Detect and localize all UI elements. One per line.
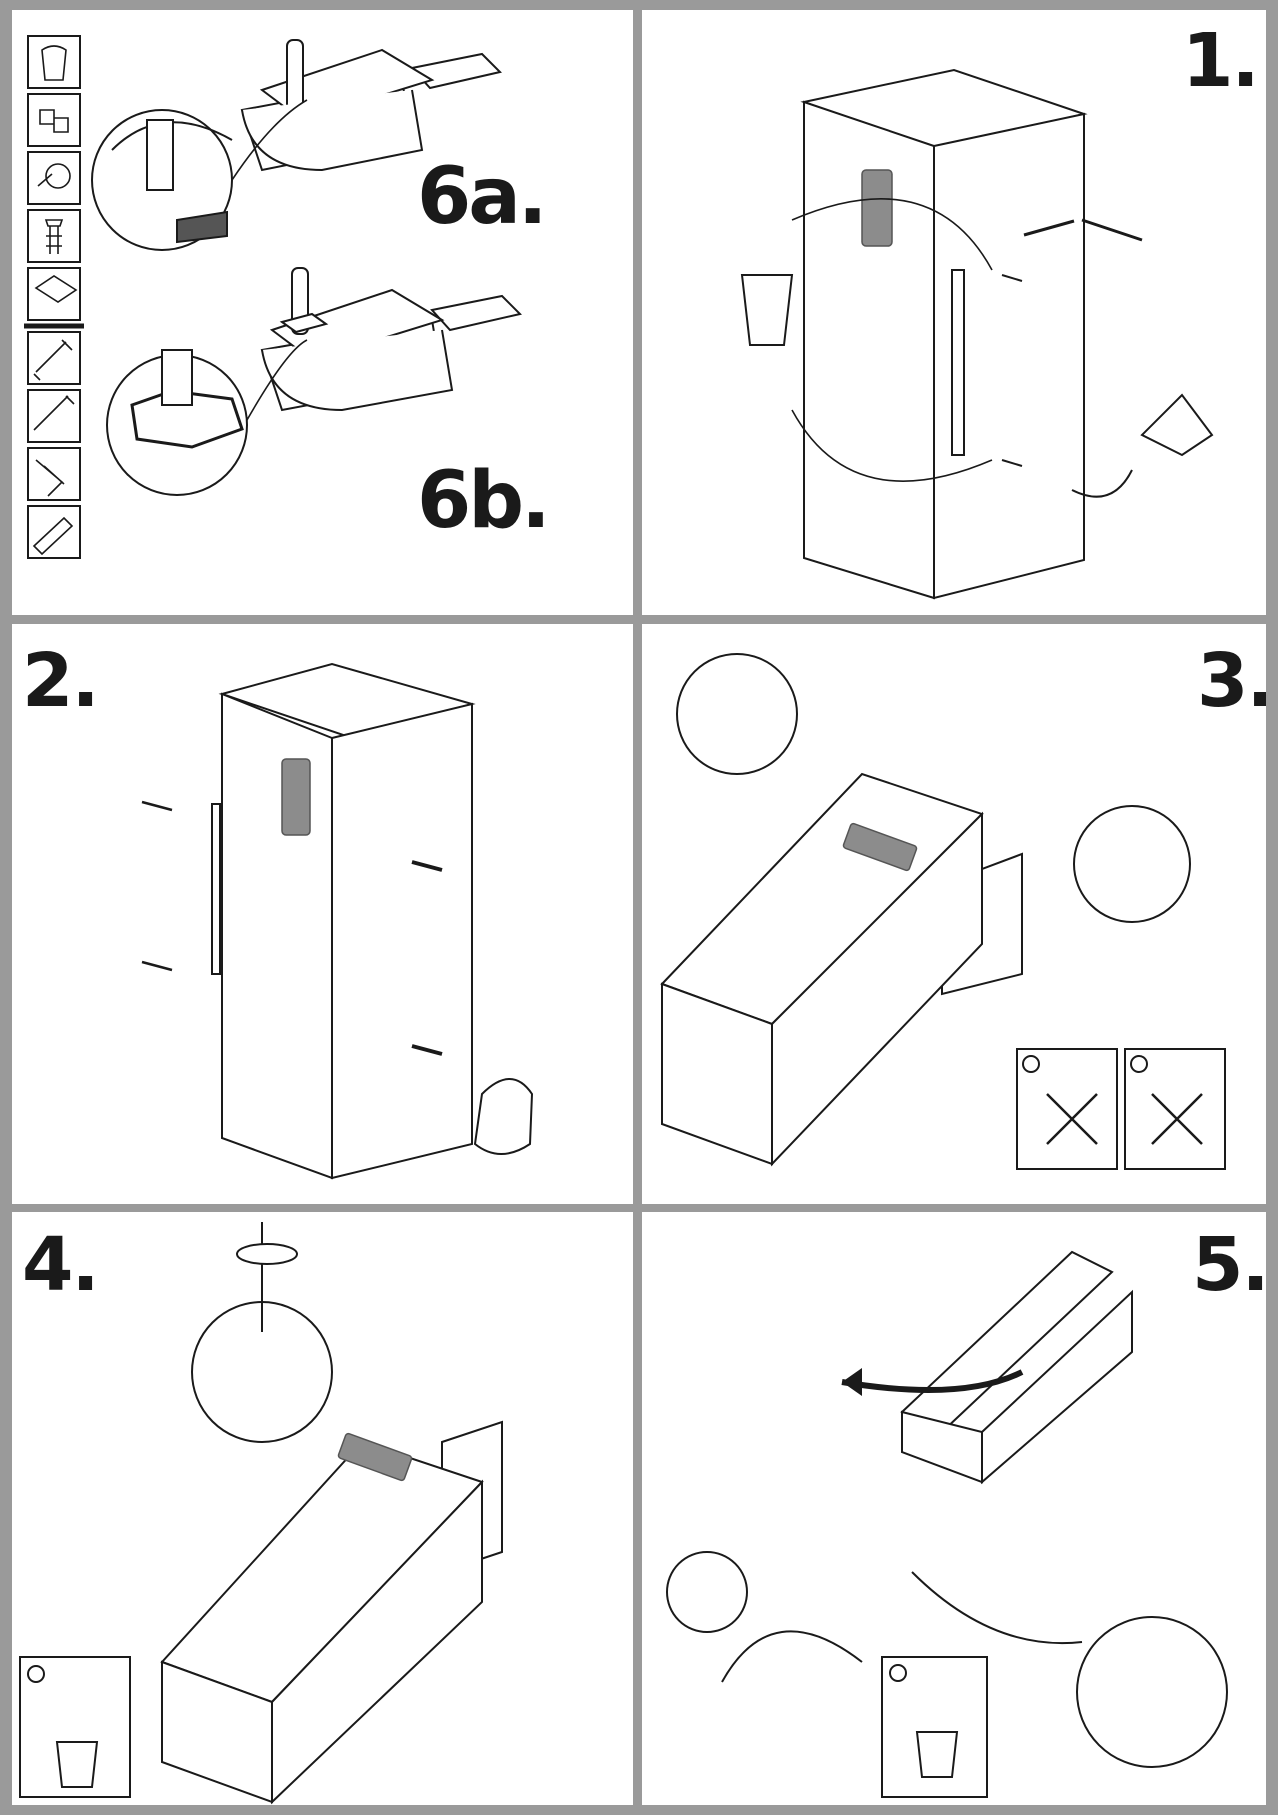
screw-cap-icon bbox=[27, 151, 81, 205]
info-icon bbox=[27, 1665, 45, 1683]
step-4-label: 4. bbox=[22, 1222, 100, 1308]
step-4-illustration bbox=[19, 1222, 503, 1805]
step-5-label: 5. bbox=[1192, 1222, 1266, 1308]
bag-icon bbox=[27, 35, 81, 89]
panel-step-6: 6a. 6b. bbox=[12, 10, 633, 615]
screwdriver-icon bbox=[27, 331, 81, 385]
panel-step-2: 2. bbox=[12, 624, 633, 1204]
flat-screwdriver-icon bbox=[27, 389, 81, 443]
step-1-illustration bbox=[740, 68, 1214, 600]
cover-plate-icon bbox=[27, 267, 81, 321]
panel-step-1: 1. bbox=[642, 10, 1266, 615]
info-icon bbox=[889, 1664, 907, 1682]
step-1-label: 1. bbox=[1182, 18, 1260, 104]
putty-knife-icon bbox=[27, 505, 81, 559]
step-6a-label: 6a. bbox=[417, 152, 548, 242]
info-icon bbox=[1130, 1055, 1148, 1073]
step-2-illustration bbox=[141, 662, 534, 1180]
panel-step-4: 4. bbox=[12, 1212, 633, 1805]
panel-step-3: 3. bbox=[642, 624, 1266, 1204]
step-3-illustration bbox=[660, 653, 1226, 1170]
step-5-illustration bbox=[666, 1250, 1228, 1798]
plastic-plug-icon bbox=[27, 209, 81, 263]
panel-step-5: 5. bbox=[642, 1212, 1266, 1805]
step-2-label: 2. bbox=[22, 638, 100, 724]
step-6b-label: 6b. bbox=[417, 456, 551, 546]
spacer-parts-icon bbox=[27, 93, 81, 147]
step-6-illustration bbox=[24, 35, 522, 559]
step-3-label: 3. bbox=[1197, 638, 1266, 724]
allen-key-icon bbox=[27, 447, 81, 501]
info-icon bbox=[1022, 1055, 1040, 1073]
